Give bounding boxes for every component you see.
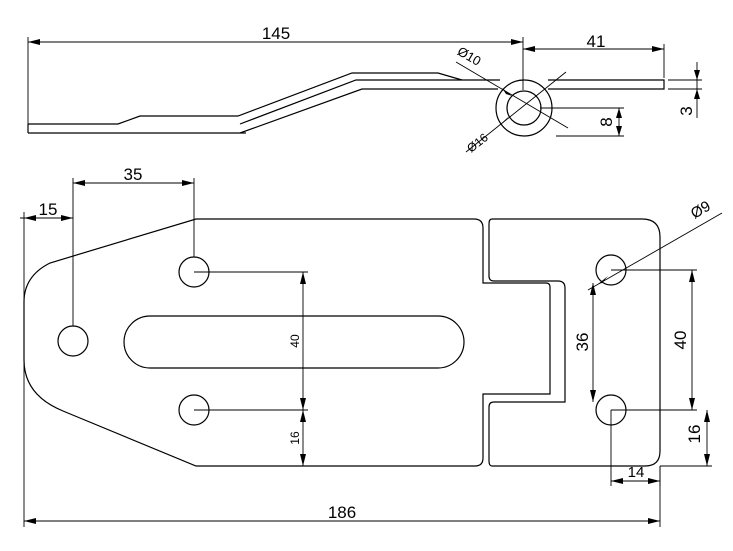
dimension-labels: 145 41 Ø10 Ø16 8 3 35 15 Ø9 40 16 36 40 … [39,24,714,522]
dim-overall-length: 186 [328,503,356,522]
dim-half-height: 8 [597,117,616,126]
dim-top-length: 145 [262,24,290,43]
dim-thickness: 3 [677,106,696,115]
side-profile-lower [28,88,498,134]
dim-right-hole-edge: 16 [685,425,704,444]
hole-left-single [57,325,89,357]
dim-edge-offset: 15 [39,200,58,219]
dim-mid-height: 36 [573,333,592,352]
side-profile-upper [28,72,463,125]
plan-view [23,218,661,467]
side-profile-mid [239,79,500,125]
dim-hole-large-dia: Ø16 [464,130,491,155]
side-view [27,72,665,137]
dimension-lines [20,37,723,527]
dim-right-hole-spacing: 40 [671,331,690,350]
dim-right-hole-inset: 14 [628,464,645,481]
side-arm-right [548,79,665,90]
left-leaf-outline [23,218,551,467]
right-leaf-outline [488,218,661,467]
dim-left-hole-edge: 16 [288,431,302,445]
center-slot [123,315,465,369]
dim-hole-small-dia: Ø10 [455,43,484,68]
dim-hole-dia: Ø9 [688,198,714,223]
dim-top-offset: 41 [587,32,606,51]
dim-hole-spacing-x: 35 [124,165,143,184]
dim-left-hole-spacing: 40 [288,334,302,348]
